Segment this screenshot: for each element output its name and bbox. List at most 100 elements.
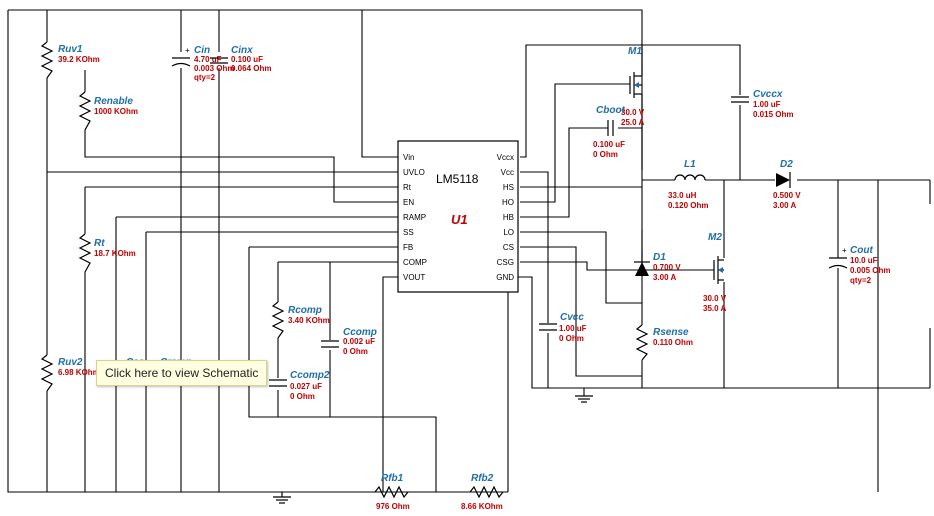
ic-pin-left-uvlo: UVLO xyxy=(403,168,425,177)
renable-value: 1000 KOhm xyxy=(94,107,138,116)
rfb2-label: Rfb2 xyxy=(471,473,494,484)
rcomp-value: 3.40 KOhm xyxy=(288,316,330,325)
ic-pin-left-vout: VOUT xyxy=(403,273,425,282)
cboot-value-2: 0 Ohm xyxy=(593,150,618,159)
rfb1-value: 976 Ohm xyxy=(376,502,410,511)
ic-pin-right-vcc: Vcc xyxy=(501,168,514,177)
d2-diode[interactable] xyxy=(776,172,791,188)
ic-pin-left-vin: Vin xyxy=(403,153,414,162)
svg-text:+: + xyxy=(842,246,847,255)
rfb2-resistor[interactable] xyxy=(469,485,504,499)
d2-label: D2 xyxy=(780,159,793,170)
ground-icon xyxy=(575,395,593,403)
m1-value-2: 25.0 A xyxy=(621,118,644,127)
cvcc-value-1: 1.00 uF xyxy=(559,324,587,333)
cinx-value-1: 0.100 uF xyxy=(231,55,263,64)
cin-capacitor[interactable]: + xyxy=(171,46,191,67)
ic-pin-left-en: EN xyxy=(403,198,414,207)
ic-pin-right-gnd: GND xyxy=(496,273,514,282)
ccomp2-capacitor[interactable] xyxy=(269,379,287,387)
ic-pin-left-comp: COMP xyxy=(403,258,427,267)
ic-body[interactable] xyxy=(397,140,519,293)
ic-pin-left-fb: FB xyxy=(403,243,413,252)
ground-icon xyxy=(273,492,291,504)
ic-pin-right-ho: HO xyxy=(502,198,514,207)
cvcc-value-2: 0 Ohm xyxy=(559,334,584,343)
cout-value-1: 10.0 uF xyxy=(850,256,878,265)
ccomp2-value-2: 0 Ohm xyxy=(290,392,315,401)
ic-reference: U1 xyxy=(451,212,468,227)
wires xyxy=(7,9,931,493)
d2-value-1: 0.500 V xyxy=(773,191,801,200)
rcomp-resistor[interactable] xyxy=(271,301,285,339)
renable-label: Renable xyxy=(94,96,133,107)
m2-value-1: 30.0 V xyxy=(703,294,727,303)
m2-mosfet[interactable] xyxy=(713,256,724,284)
d1-label: D1 xyxy=(653,252,666,263)
rfb1-label: Rfb1 xyxy=(381,473,404,484)
rsense-resistor[interactable] xyxy=(635,324,649,361)
ic-pin-right-csg: CSG xyxy=(497,258,514,267)
d1-diode[interactable] xyxy=(634,230,650,276)
cboot-value-1: 0.100 uF xyxy=(593,140,625,149)
l1-value-2: 0.120 Ohm xyxy=(668,201,708,210)
ic-pin-left-ramp: RAMP xyxy=(403,213,426,222)
ccomp-value-2: 0 Ohm xyxy=(343,347,368,356)
ccomp2-value-1: 0.027 uF xyxy=(290,382,322,391)
rfb1-resistor[interactable] xyxy=(374,485,409,499)
cvccx-label: Cvccx xyxy=(753,89,783,100)
cvccx-value-1: 1.00 uF xyxy=(753,100,781,109)
l1-value-1: 33.0 uH xyxy=(668,191,697,200)
cvccx-capacitor[interactable] xyxy=(731,96,749,103)
ruv2-resistor[interactable] xyxy=(40,354,54,392)
rcomp-label: Rcomp xyxy=(288,305,322,316)
cout-value-2: 0.005 Ohm xyxy=(850,266,890,275)
cvccx-value-2: 0.015 Ohm xyxy=(753,110,793,119)
l1-inductor[interactable] xyxy=(674,174,706,181)
cboot-capacitor[interactable] xyxy=(607,120,614,136)
d1-value-1: 0.700 V xyxy=(653,263,681,272)
ruv1-label: Ruv1 xyxy=(58,44,83,55)
svg-text:+: + xyxy=(185,46,190,55)
cout-capacitor[interactable]: + xyxy=(828,246,848,269)
cin-value-2: 0.003 Ohm xyxy=(194,64,234,73)
m2-value-2: 35.0 A xyxy=(703,304,726,313)
cout-value-3: qty=2 xyxy=(850,276,872,285)
ccomp2-label: Ccomp2 xyxy=(290,370,330,381)
rt-value: 18.7 KOhm xyxy=(94,249,136,258)
ruv2-value: 6.98 KOhm xyxy=(58,368,100,377)
d2-value-2: 3.00 A xyxy=(773,201,796,210)
ic-pin-right-cs: CS xyxy=(503,243,514,252)
ruv1-value: 39.2 KOhm xyxy=(58,55,100,64)
rsense-label: Rsense xyxy=(653,327,689,338)
ic-pin-right-hb: HB xyxy=(503,213,514,222)
ccomp-label: Ccomp xyxy=(343,327,377,338)
view-schematic-tooltip[interactable]: Click here to view Schematic xyxy=(96,360,268,386)
m1-value-1: 30.0 V xyxy=(621,108,645,117)
rfb2-value: 8.66 KOhm xyxy=(461,502,503,511)
ruv2-label: Ruv2 xyxy=(58,357,83,368)
m2-label: M2 xyxy=(708,232,722,243)
ruv1-resistor[interactable] xyxy=(40,41,54,79)
cvcc-capacitor[interactable] xyxy=(539,323,557,331)
ccomp-capacitor[interactable] xyxy=(321,340,339,348)
rsense-value: 0.110 Ohm xyxy=(653,338,693,347)
m1-mosfet[interactable] xyxy=(629,45,643,170)
cvcc-label: Cvcc xyxy=(560,312,584,323)
cinx-label: Cinx xyxy=(231,45,253,56)
m1-label: M1 xyxy=(628,46,642,57)
ic-pin-right-lo: LO xyxy=(503,228,514,237)
d1-value-2: 3.00 A xyxy=(653,273,676,282)
cboot-label: Cboot xyxy=(596,105,626,116)
cinx-value-2: 0.064 Ohm xyxy=(231,64,271,73)
rt-label: Rt xyxy=(94,238,105,249)
ic-pin-right-hs: HS xyxy=(503,183,514,192)
cin-value-3: qty=2 xyxy=(194,73,216,82)
cinx-capacitor[interactable] xyxy=(210,57,228,64)
l1-label: L1 xyxy=(684,159,696,170)
ic-part-number: LM5118 xyxy=(436,172,479,186)
rt-resistor[interactable] xyxy=(78,233,92,273)
renable-resistor[interactable] xyxy=(78,91,92,131)
cout-label: Cout xyxy=(850,245,873,256)
